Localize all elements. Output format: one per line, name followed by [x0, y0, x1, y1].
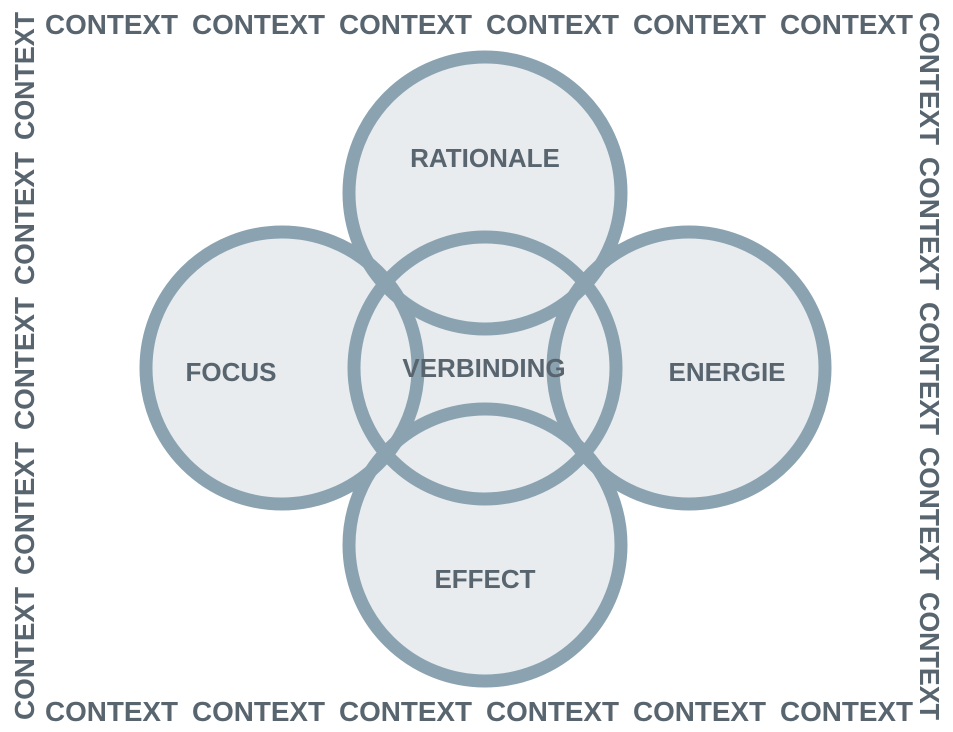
- border-top: CONTEXT CONTEXT CONTEXT CONTEXT CONTEXT …: [45, 9, 913, 40]
- border-top-word: CONTEXT: [45, 9, 178, 40]
- border-right: CONTEXT CONTEXT CONTEXT CONTEXT CONTEXT: [914, 12, 945, 720]
- border-top-word: CONTEXT: [780, 9, 913, 40]
- border-top-word: CONTEXT: [486, 9, 619, 40]
- label-effect: EFFECT: [434, 564, 535, 594]
- circle-verbinding: [354, 237, 616, 499]
- border-right-word: CONTEXT: [914, 447, 945, 580]
- border-right-word: CONTEXT: [914, 157, 945, 290]
- border-left-word: CONTEXT: [9, 587, 40, 720]
- border-left-word: CONTEXT: [9, 442, 40, 575]
- border-bottom-word: CONTEXT: [192, 696, 325, 727]
- border-right-word: CONTEXT: [914, 302, 945, 435]
- border-left: CONTEXT CONTEXT CONTEXT CONTEXT CONTEXT: [9, 12, 40, 720]
- border-bottom-word: CONTEXT: [633, 696, 766, 727]
- border-left-word: CONTEXT: [9, 297, 40, 430]
- circle-group: [139, 50, 832, 688]
- circle-rationale-outline: [342, 50, 628, 336]
- circle-focus: [146, 232, 418, 504]
- border-top-word: CONTEXT: [339, 9, 472, 40]
- circle-energie-outline: [546, 225, 832, 511]
- border-bottom-word: CONTEXT: [486, 696, 619, 727]
- border-left-word: CONTEXT: [9, 152, 40, 285]
- border-right-word: CONTEXT: [914, 12, 945, 145]
- border-top-word: CONTEXT: [633, 9, 766, 40]
- border-right-word: CONTEXT: [914, 592, 945, 720]
- border-bottom-word: CONTEXT: [339, 696, 472, 727]
- circle-focus-outline: [139, 225, 425, 511]
- circle-effect-outline: [342, 402, 628, 688]
- label-energie: ENERGIE: [668, 357, 785, 387]
- label-focus: FOCUS: [186, 357, 277, 387]
- circle-verbinding-outline: [347, 230, 623, 506]
- border-bottom: CONTEXT CONTEXT CONTEXT CONTEXT CONTEXT …: [45, 696, 913, 727]
- label-rationale: RATIONALE: [410, 143, 560, 173]
- label-verbinding: VERBINDING: [402, 353, 565, 383]
- border-bottom-word: CONTEXT: [780, 696, 913, 727]
- circle-energie: [553, 232, 825, 504]
- border-top-word: CONTEXT: [192, 9, 325, 40]
- border-left-word: CONTEXT: [9, 12, 40, 140]
- border-bottom-word: CONTEXT: [45, 696, 178, 727]
